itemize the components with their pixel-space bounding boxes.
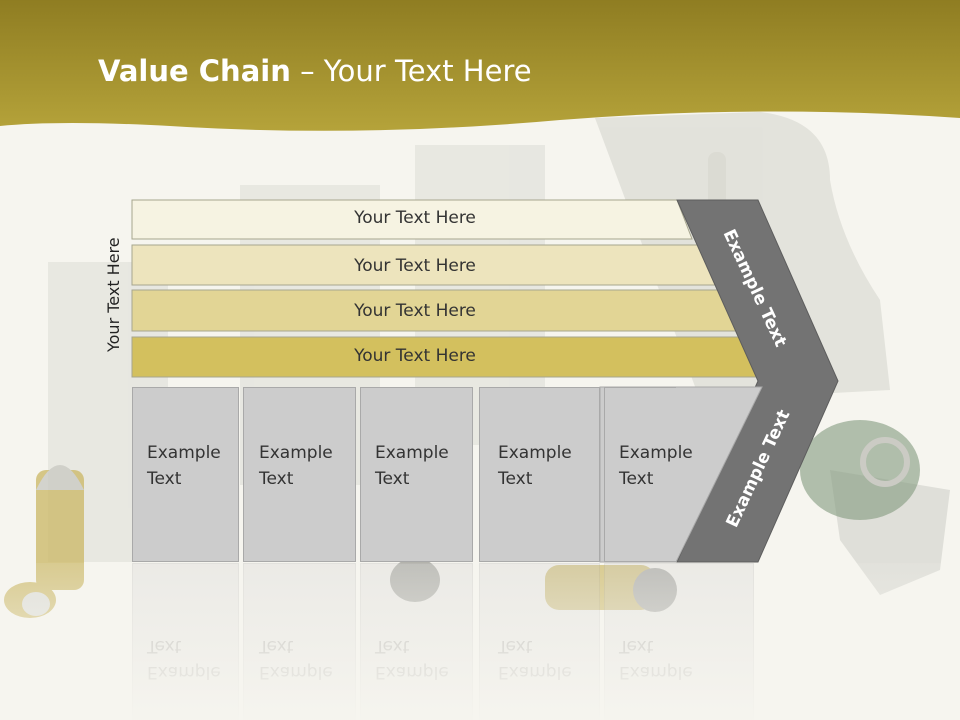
activity-text-4: Example Text [498, 443, 572, 489]
band-text-3: Your Text Here [354, 301, 476, 321]
title-bold: Value Chain [98, 54, 291, 88]
activity-text-1: Example Text [147, 443, 221, 489]
header-banner [0, 0, 960, 131]
activity-text-5: Example Text [619, 443, 693, 489]
title-rest: – Your Text Here [290, 54, 532, 88]
band-text-1: Your Text Here [354, 208, 476, 228]
activity-box-3: Example Text [360, 387, 473, 562]
activity-text-3: Example Text [375, 443, 449, 489]
page-title: Value Chain – Your Text Here [98, 54, 532, 88]
reflection: Example Text Example Text Example Text E… [0, 563, 960, 720]
activity-box-1: Example Text [132, 387, 239, 562]
activity-box-5: Example Text [604, 387, 693, 562]
band-text-4: Your Text Here [354, 346, 476, 366]
activity-text-2: Example Text [259, 443, 333, 489]
activity-box-2: Example Text [243, 387, 356, 562]
chevron-arrow [676, 199, 839, 563]
reflection-fade [0, 563, 960, 720]
activity-box-4: Example Text [479, 387, 600, 562]
band-text-2: Your Text Here [354, 256, 476, 276]
support-band-1 [131, 199, 693, 240]
